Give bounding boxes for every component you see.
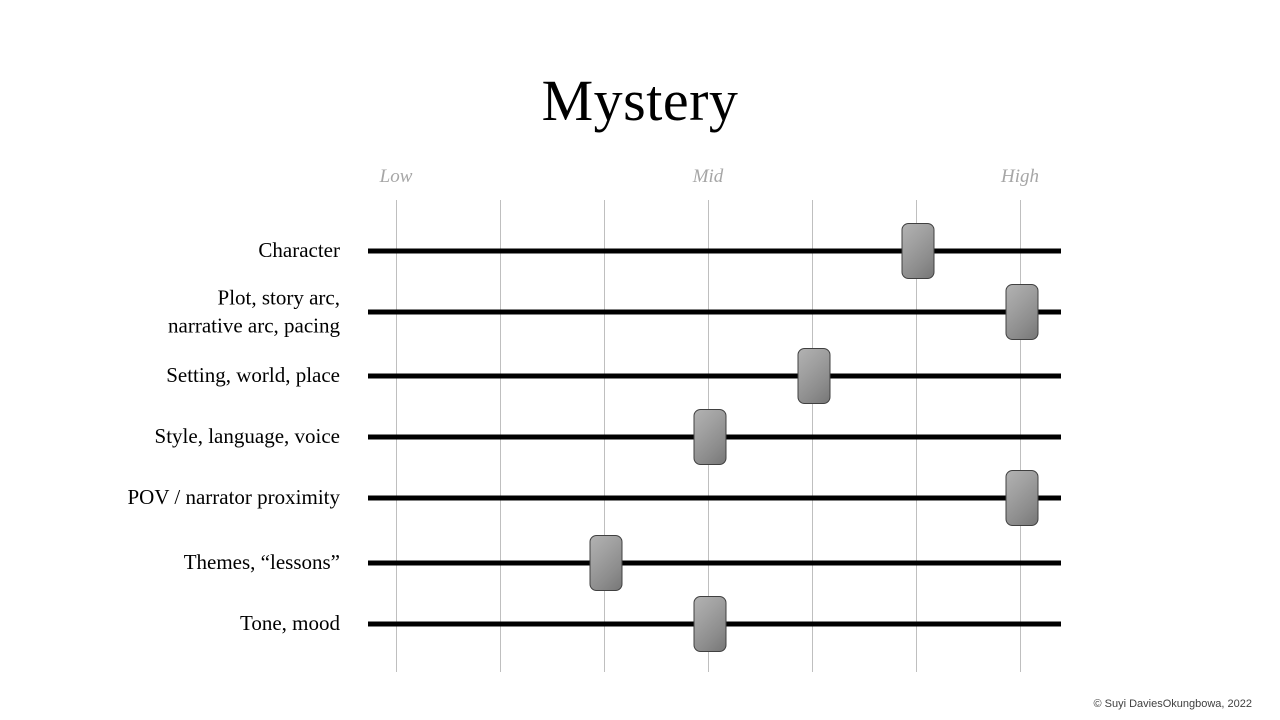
slider-track-pov-narrator-proximity[interactable] bbox=[368, 495, 1061, 501]
row-label-character: Character bbox=[258, 238, 340, 263]
row-label-tone-mood: Tone, mood bbox=[239, 611, 340, 636]
slider-handle-character[interactable] bbox=[901, 223, 935, 279]
row-label-plot-story-arc: Plot, story arc, narrative arc, pacing bbox=[168, 285, 340, 337]
row-label-style-language-voice: Style, language, voice bbox=[154, 424, 340, 449]
axis-tick-label-mid: Mid bbox=[692, 166, 724, 187]
slider-track-plot-story-arc[interactable] bbox=[368, 309, 1061, 315]
page-title: Mystery bbox=[541, 68, 739, 133]
row-label-themes-lessons: Themes, “lessons” bbox=[183, 550, 340, 575]
copyright-notice: © Suyi DaviesOkungbowa, 2022 bbox=[1093, 698, 1252, 710]
row-label-setting-world-place: Setting, world, place bbox=[166, 363, 340, 388]
slider-track-character[interactable] bbox=[368, 248, 1061, 254]
axis-tick-label-high: High bbox=[1001, 166, 1039, 187]
slider-handle-plot-story-arc[interactable] bbox=[1005, 284, 1039, 340]
slider-track-themes-lessons[interactable] bbox=[368, 560, 1061, 566]
slider-handle-setting-world-place[interactable] bbox=[797, 348, 831, 404]
slider-handle-style-language-voice[interactable] bbox=[693, 409, 727, 465]
row-label-pov-narrator-proximity: POV / narrator proximity bbox=[127, 485, 340, 510]
axis-tick-label-low: Low bbox=[379, 166, 413, 187]
slider-handle-tone-mood[interactable] bbox=[693, 596, 727, 652]
slider-track-setting-world-place[interactable] bbox=[368, 373, 1061, 379]
slider-handle-themes-lessons[interactable] bbox=[589, 535, 623, 591]
slider-handle-pov-narrator-proximity[interactable] bbox=[1005, 470, 1039, 526]
